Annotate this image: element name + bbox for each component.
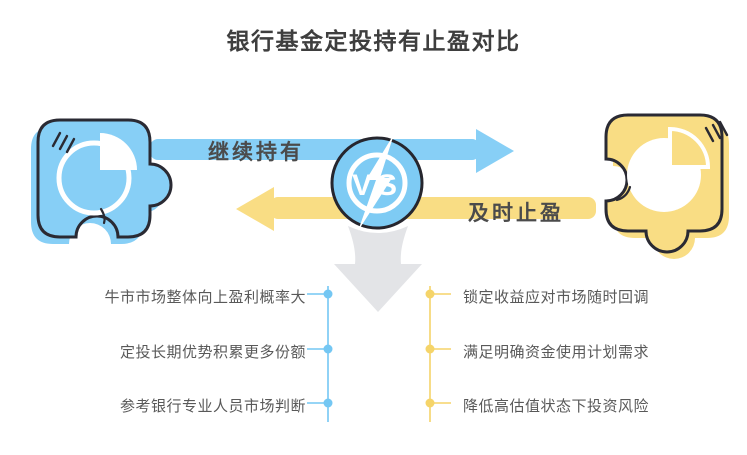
- blue-puzzle-pie-chart-icon: [31, 118, 173, 244]
- down-arrow-icon: [334, 226, 422, 312]
- take-profit-point-1: 锁定收益应对市场随时回调: [463, 289, 650, 306]
- lightning-bolt-icon: [358, 134, 394, 231]
- hold-point-2: 定投长期优势积累更多份额: [119, 344, 306, 361]
- take-profit-point-2: 满足明确资金使用计划需求: [463, 344, 650, 361]
- pie-chart-icon: [56, 133, 137, 225]
- hold-point-1: 牛市市场整体向上盈利概率大: [104, 289, 306, 306]
- shine-marks-icon: [704, 120, 729, 143]
- hold-point-3: 参考银行专业人员市场判断: [119, 398, 306, 415]
- shine-marks-icon: [51, 131, 76, 154]
- vs-lightning-badge-icon: VS: [330, 134, 424, 231]
- take-profit-arrow-label: 及时止盈: [468, 202, 564, 225]
- hold-arrow-label: 继续持有: [208, 141, 304, 164]
- yellow-puzzle-pie-chart-icon: [604, 113, 729, 259]
- take-profit-dots: [425, 289, 435, 408]
- take-profit-point-3: 降低高估值状态下投资风险: [463, 398, 650, 415]
- page-title: 银行基金定投持有止盈对比: [226, 28, 521, 54]
- hold-dots: [323, 289, 333, 408]
- pie-chart-icon: [615, 126, 711, 212]
